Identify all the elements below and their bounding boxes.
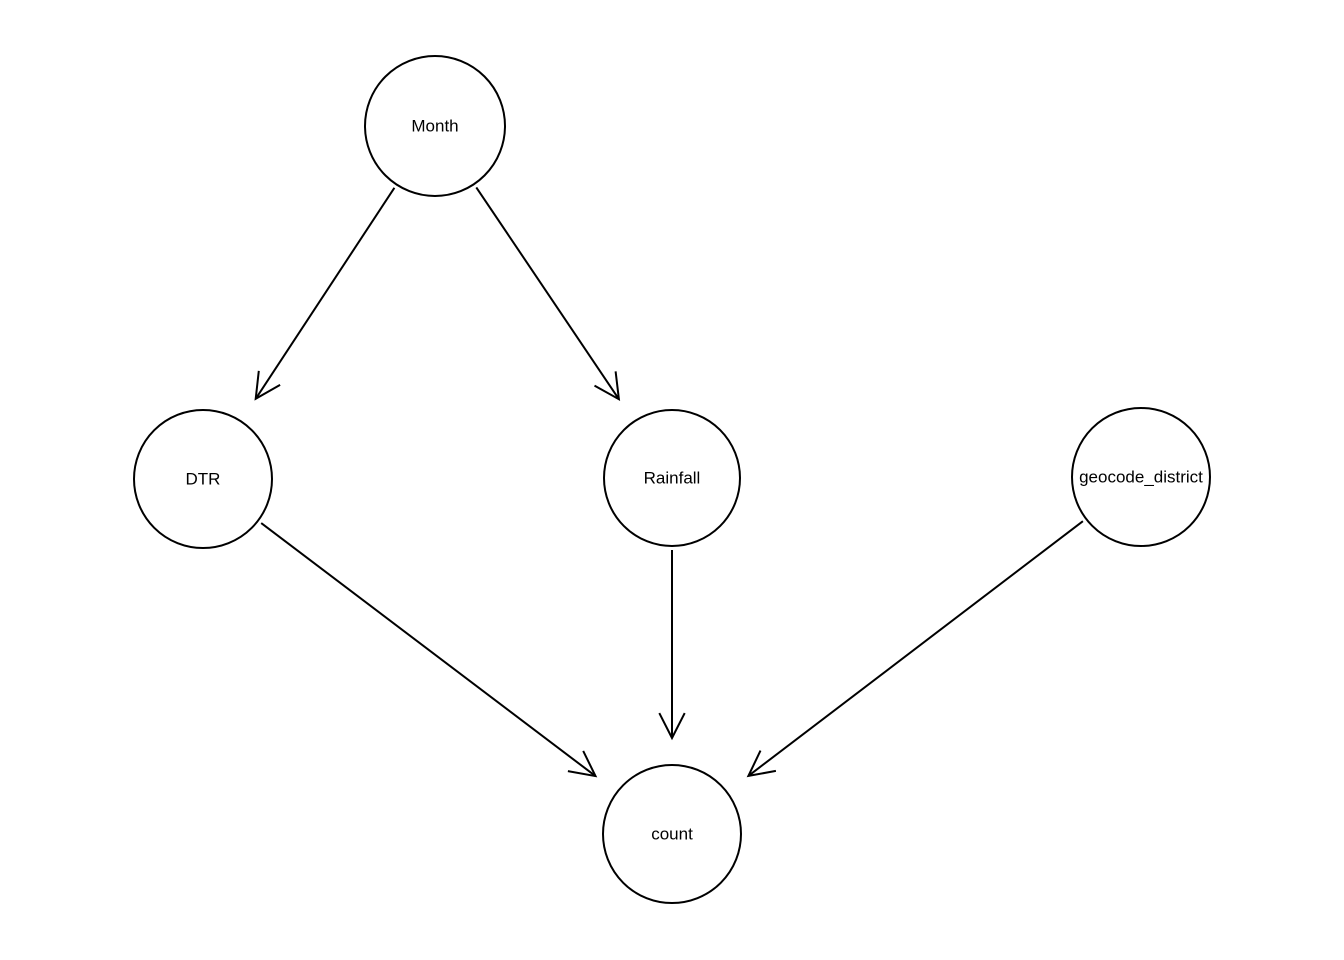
- edge-Month-DTR-arrowhead: [254, 370, 281, 401]
- edge-Month-Rainfall: [475, 186, 620, 400]
- node-circle-Month: [364, 55, 506, 197]
- edge-DTR-count-arrowhead: [567, 750, 598, 778]
- node-circle-count: [602, 764, 742, 904]
- edge-Month-Rainfall-arrowhead: [594, 371, 621, 402]
- node-label-Month: Month: [411, 117, 458, 136]
- node-circle-Rainfall: [603, 409, 741, 547]
- node-label-Rainfall: Rainfall: [644, 469, 701, 488]
- node-label-count: count: [651, 825, 693, 844]
- edge-geocode_district-count: [747, 520, 1084, 777]
- edge-Rainfall-count-arrowhead: [658, 712, 686, 741]
- node-circle-geocode_district: [1071, 407, 1211, 547]
- edge-geocode_district-count-arrowhead: [746, 750, 777, 778]
- node-label-DTR: DTR: [186, 470, 221, 489]
- node-label-geocode_district: geocode_district: [1079, 468, 1203, 487]
- edge-Month-DTR: [254, 187, 396, 400]
- node-circle-DTR: [133, 409, 273, 549]
- edge-DTR-count: [260, 522, 597, 777]
